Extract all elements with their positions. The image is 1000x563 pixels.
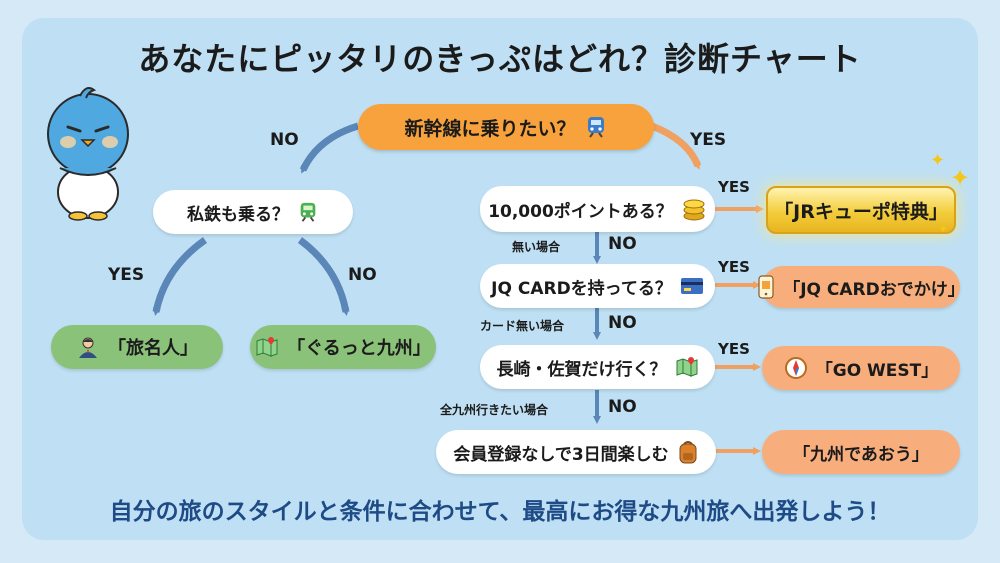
no-registration-label: 会員登録なしで3日間楽しむ [453, 444, 669, 465]
no-registration-question: 会員登録なしで3日間楽しむ [436, 430, 716, 474]
coins-icon [681, 197, 707, 221]
person-icon [76, 335, 100, 359]
result-jr-kyupo-label: 「JRキューポ特典」 [774, 200, 948, 223]
q1-yes: YES [718, 178, 750, 196]
q2-yes: YES [718, 258, 750, 276]
yes-label-right: YES [690, 130, 727, 150]
train-icon [297, 201, 319, 223]
map-icon [675, 355, 699, 379]
backpack-icon [677, 440, 699, 464]
sparkle-icon: ✦ [930, 150, 946, 171]
result-jq-card-odekake: 「JQ CARDおでかけ」 [758, 266, 965, 308]
nagasaki-saga-label: 長崎・佐賀だけ行く？ [496, 359, 667, 380]
result-kyushu-deaou: 「九州であおう」 [762, 430, 960, 474]
q3-yes: YES [718, 340, 750, 358]
result-gurutto-label: 「ぐるっと九州」 [287, 338, 431, 359]
result-jq-card-label: 「JQ CARDおでかけ」 [783, 279, 965, 300]
result-go-west-label: 「GO WEST」 [815, 360, 939, 381]
result-tabimeijin: 「旅名人」 [51, 325, 223, 369]
step3-condition: 全九州行きたい場合 [440, 403, 549, 417]
map-icon [255, 335, 279, 359]
no-label-left: NO [270, 130, 299, 150]
sparkle-icon: ✦ [950, 164, 971, 192]
footer-message: 自分の旅のスタイルと条件に合わせて、最高にお得な九州旅へ出発しよう！ [109, 499, 891, 525]
mascot-bird-icon [47, 87, 129, 221]
sparkle-icon: ✦ [938, 222, 949, 236]
result-kyushu-deaou-label: 「九州であおう」 [793, 444, 929, 465]
step1-condition: 無い場合 [512, 240, 561, 254]
start-question: 新幹線に乗りたい？ [358, 104, 654, 150]
credit-card-icon [680, 277, 704, 295]
no-label-left-2: NO [348, 265, 377, 285]
start-label: 新幹線に乗りたい？ [404, 117, 576, 140]
result-tabimeijin-label: 「旅名人」 [108, 338, 198, 359]
compass-icon [784, 356, 808, 380]
result-jr-kyupo: 「JRキューポ特典」 [766, 186, 956, 234]
step2-condition: カード無い場合 [480, 319, 565, 333]
jq-card-question-label: JQ CARDを持ってる？ [491, 278, 672, 299]
page-title: あなたにピッタリのきっぷはどれ？診断チャート [138, 40, 862, 78]
nagasaki-saga-question: 長崎・佐賀だけ行く？ [480, 345, 715, 389]
step2-no: NO [608, 313, 637, 333]
private-rail-question: 私鉄も乗る？ [153, 190, 353, 234]
step1-no: NO [608, 234, 637, 254]
private-rail-label: 私鉄も乗る？ [187, 204, 289, 225]
train-icon [584, 115, 608, 139]
points-question: 10,000ポイントある？ [480, 186, 715, 232]
result-gurutto-kyushu: 「ぐるっと九州」 [250, 325, 436, 369]
phone-ticket-icon [757, 275, 775, 299]
points-question-label: 10,000ポイントある？ [488, 201, 673, 222]
result-go-west: 「GO WEST」 [762, 346, 960, 390]
yes-label-left: YES [108, 265, 145, 285]
step3-no: NO [608, 397, 637, 417]
jq-card-question: JQ CARDを持ってる？ [480, 264, 715, 308]
